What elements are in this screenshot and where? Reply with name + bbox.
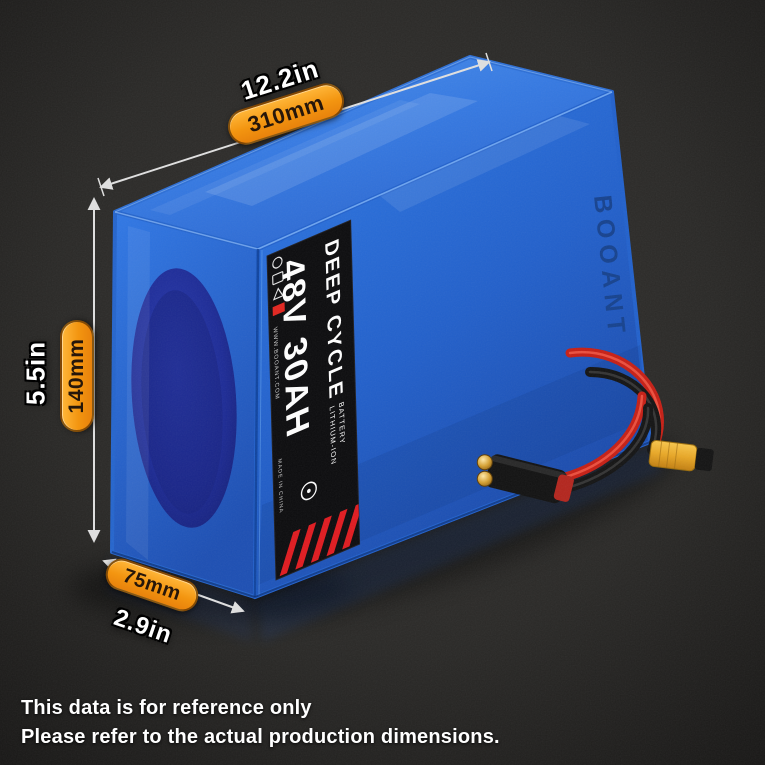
- disclaimer: This data is for reference only Please r…: [21, 694, 500, 752]
- height-inches-label: 5.5in: [20, 340, 51, 406]
- height-mm-badge: 140mm: [60, 320, 94, 432]
- disclaimer-line2: Please refer to the actual production di…: [21, 726, 500, 748]
- disclaimer-line1: This data is for reference only: [21, 697, 312, 719]
